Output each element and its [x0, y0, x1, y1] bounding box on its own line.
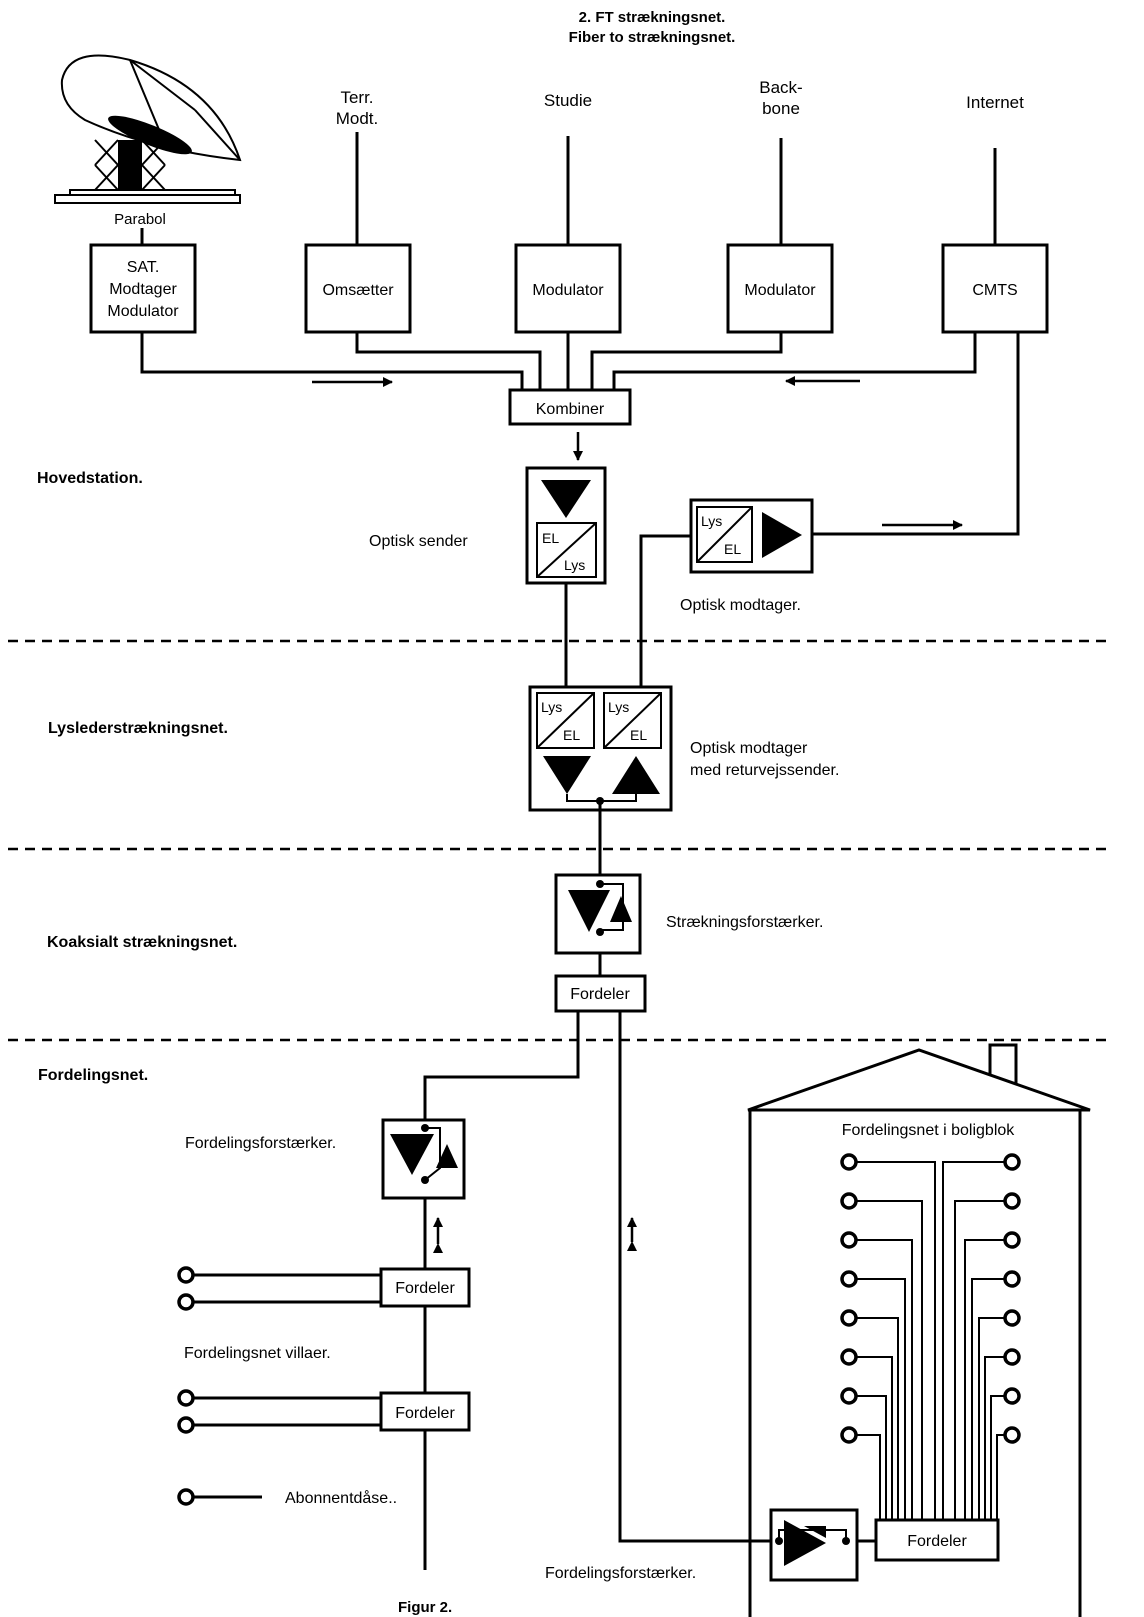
node-return-triangle [612, 756, 660, 794]
terr-modt-label-line1: Terr. [340, 88, 373, 107]
diagram-title-line1: 2. FT strækningsnet. [579, 9, 726, 26]
section-label-hovedstation: Hovedstation. [37, 470, 143, 487]
omsaetter-to-kombiner-line [355, 332, 542, 390]
straekningsforstaerker-label: Strækningsforstærker. [666, 914, 823, 931]
fordelingsforstaerker-label: Fordelingsforstærker. [185, 1135, 336, 1152]
cmts-box-label: CMTS [972, 282, 1017, 299]
abonnentdaase-icon [177, 1293, 195, 1311]
legend-label: Abonnentdåse.. [285, 1489, 397, 1507]
sat-box-line2: Modtager [109, 281, 177, 298]
backbone-label-line1: Back- [759, 78, 802, 97]
optical-node-label-line1: Optisk modtager [690, 740, 808, 757]
villa-fordeler-1-box [379, 1267, 471, 1308]
building-label: Fordelingsnet i boligblok [842, 1122, 1016, 1139]
internet-label: Internet [966, 93, 1024, 112]
optisk-sender-label: Optisk sender [369, 533, 468, 550]
sat-box-line3: Modulator [107, 303, 179, 320]
modulator-studie-label: Modulator [532, 282, 604, 299]
figure-caption: Figur 2. [398, 1599, 452, 1616]
sender-el-label: EL [542, 530, 559, 546]
studie-label: Studie [544, 91, 592, 110]
apartment-building [747, 1043, 1091, 1617]
villa-fordeler-1-label: Fordeler [395, 1280, 455, 1297]
building-fordeler-label: Fordeler [907, 1533, 967, 1550]
building-risers [853, 1161, 1005, 1520]
optisk-modtager-label: Optisk modtager. [680, 597, 801, 614]
line-to-building-amp [618, 1011, 776, 1543]
sender-amp-triangle [541, 480, 591, 518]
section-label-lysleder: Lyslederstrækningsnet. [48, 720, 228, 737]
diagram-title-line2: Fiber to strækningsnet. [569, 29, 736, 46]
modulator-studie-box [514, 243, 622, 334]
modtager-el-label: EL [724, 541, 741, 557]
building-amplifier-label: Fordelingsforstærker. [545, 1565, 696, 1582]
kombiner-box [508, 388, 632, 426]
trunk-fordeler-label: Fordeler [570, 986, 630, 1003]
section-label-fordelingsnet: Fordelingsnet. [38, 1067, 148, 1084]
abonnentdaase-icon [177, 1416, 195, 1434]
villa-label: Fordelingsnet villaer. [184, 1345, 331, 1362]
sat-modtager-box [89, 243, 197, 334]
modulator-backbone-label: Modulator [744, 282, 816, 299]
node-lys-label-2: Lys [608, 699, 629, 715]
node-lys-label-1: Lys [541, 699, 562, 715]
omsaetter-box-label: Omsætter [322, 282, 394, 299]
node-el-label-1: EL [563, 727, 580, 743]
legend-abonnentdaase-icon [177, 1488, 195, 1506]
kombiner-label: Kombiner [536, 401, 605, 418]
return-fiber [639, 534, 691, 687]
section-label-koaksialt: Koaksialt strækningsnet. [47, 934, 237, 951]
return-to-cmts-line [812, 332, 1020, 536]
sat-to-kombiner-line [140, 332, 524, 390]
building-fordeler-box [874, 1518, 1000, 1562]
node-forward-triangle [543, 756, 591, 794]
modulator-backbone-box [726, 243, 834, 334]
modtager-amp-triangle [762, 512, 802, 558]
villa-fordeler-2-box [379, 1391, 471, 1432]
line-to-distribution-amp [423, 1011, 580, 1120]
backbone-label-line2: bone [762, 99, 800, 118]
backbone-to-kombiner-line [590, 332, 783, 390]
building-outlets [840, 1153, 1021, 1444]
abonnentdaase-icon [177, 1266, 195, 1284]
optical-node-label-line2: med returvejssender. [690, 762, 839, 779]
node-el-label-2: EL [630, 727, 647, 743]
terr-modt-label-line2: Modt. [336, 109, 379, 128]
satellite-dish-icon [54, 54, 242, 204]
modtager-lys-label: Lys [701, 513, 722, 529]
villa-fordeler-2-label: Fordeler [395, 1405, 455, 1422]
sender-lys-label: Lys [564, 557, 585, 573]
omsaetter-box [304, 243, 412, 334]
sat-box-line1: SAT. [127, 259, 160, 276]
parabol-label: Parabol [114, 211, 166, 228]
cmts-box [941, 243, 1049, 334]
trunk-fordeler-box [554, 974, 647, 1013]
abonnentdaase-icon [177, 1389, 195, 1407]
cmts-to-kombiner-line [612, 332, 977, 390]
